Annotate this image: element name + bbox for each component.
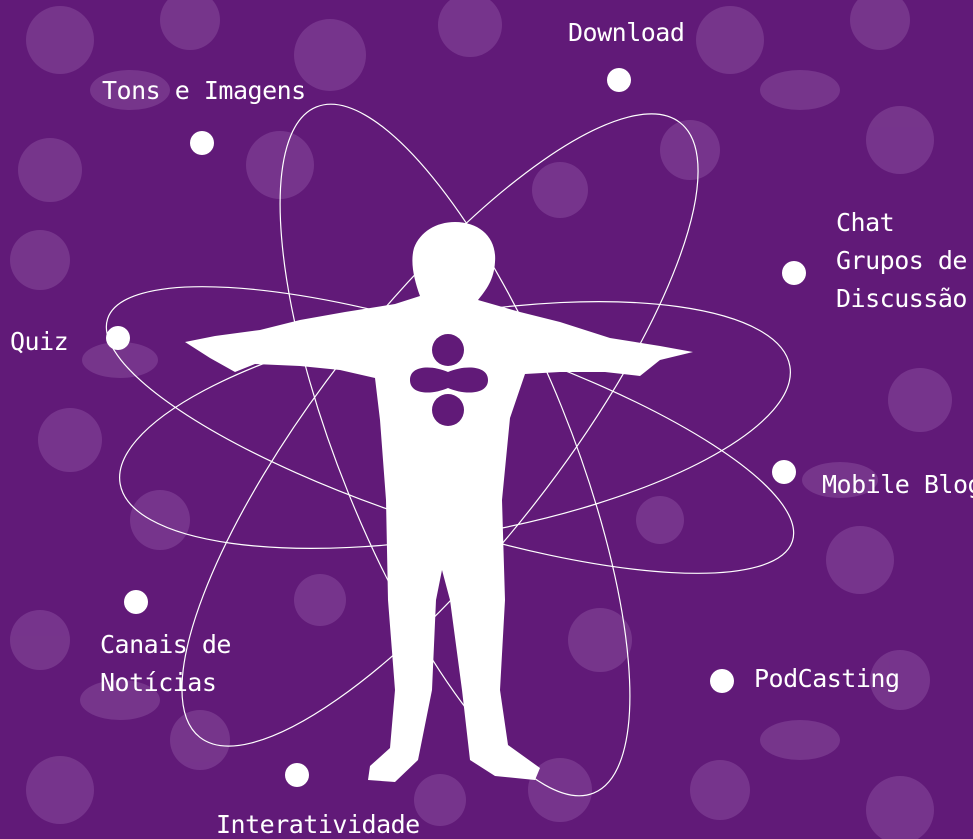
- label-quiz[interactable]: Quiz: [10, 323, 68, 361]
- node-canais[interactable]: [124, 590, 148, 614]
- label-chat[interactable]: Chat Grupos de Discussão: [836, 204, 967, 318]
- node-chat[interactable]: [782, 261, 806, 285]
- label-line: PodCasting: [754, 660, 900, 698]
- label-interatividade[interactable]: Interatividade: [216, 806, 420, 839]
- node-interatividade[interactable]: [285, 763, 309, 787]
- label-podcasting[interactable]: PodCasting: [754, 660, 900, 698]
- label-download[interactable]: Download: [568, 14, 684, 52]
- label-canais[interactable]: Canais de Notícias: [100, 626, 231, 702]
- node-tons-imagens[interactable]: [190, 131, 214, 155]
- node-podcasting[interactable]: [710, 669, 734, 693]
- label-line: Quiz: [10, 323, 68, 361]
- node-quiz[interactable]: [106, 326, 130, 350]
- label-line: Interatividade: [216, 806, 420, 839]
- label-tons-imagens[interactable]: Tons e Imagens: [102, 72, 306, 110]
- label-line: Discussão: [836, 280, 967, 318]
- label-line: Notícias: [100, 664, 231, 702]
- label-line: Chat: [836, 204, 967, 242]
- label-line: Canais de: [100, 626, 231, 664]
- node-download[interactable]: [607, 68, 631, 92]
- label-line: Download: [568, 14, 684, 52]
- label-line: Mobile Blog: [822, 466, 973, 504]
- label-mobile-blog[interactable]: Mobile Blog: [822, 466, 973, 504]
- label-line: Tons e Imagens: [102, 72, 306, 110]
- node-mobile-blog[interactable]: [772, 460, 796, 484]
- person-icon: [185, 222, 693, 782]
- label-line: Grupos de: [836, 242, 967, 280]
